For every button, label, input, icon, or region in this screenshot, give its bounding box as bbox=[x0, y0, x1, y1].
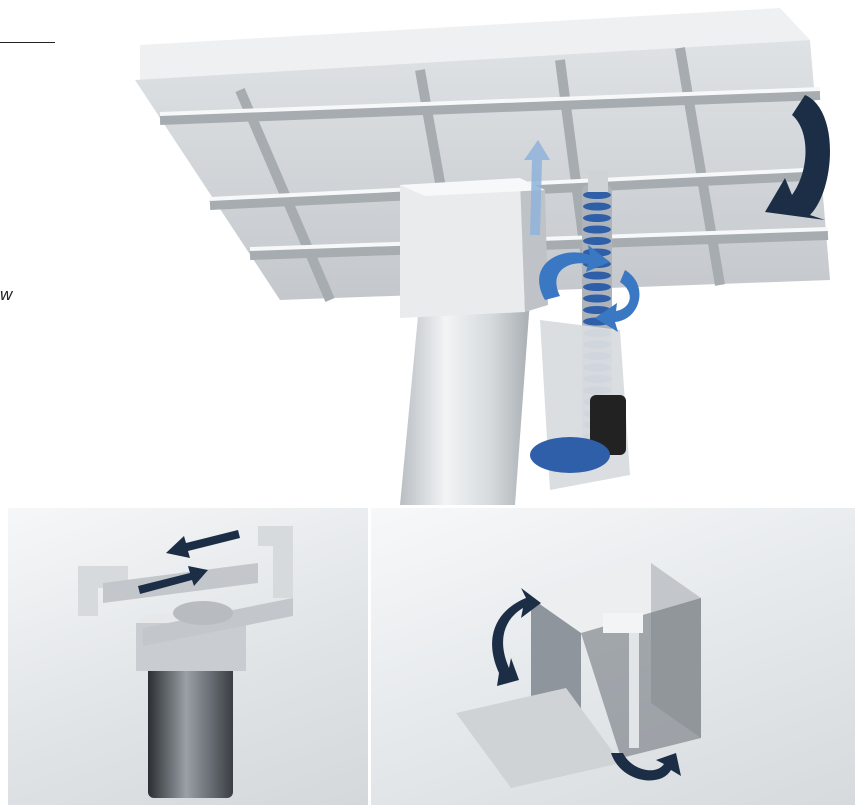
screw-thread bbox=[583, 237, 611, 245]
motor bbox=[590, 395, 626, 455]
solar-tracker-illustration bbox=[120, 0, 855, 505]
curved-arrow-icon bbox=[765, 95, 830, 220]
rotate-arrow-icon bbox=[539, 245, 610, 300]
actuator-arm bbox=[629, 628, 639, 748]
curved-arrow-icon bbox=[492, 588, 541, 686]
panel-top-edge bbox=[140, 8, 810, 80]
screw-thread bbox=[583, 294, 611, 303]
screw-thread bbox=[583, 225, 611, 234]
support-pole bbox=[400, 295, 530, 505]
pinion-gear bbox=[173, 601, 233, 625]
push-arrow-icon bbox=[166, 530, 240, 558]
door-panel bbox=[456, 688, 621, 788]
lower-rack bbox=[258, 526, 293, 598]
mount-block-front bbox=[400, 178, 525, 318]
screw-thread bbox=[583, 214, 611, 222]
worm-gear bbox=[530, 437, 610, 473]
screw-thread bbox=[583, 271, 611, 280]
up-arrow-icon bbox=[524, 140, 550, 235]
caption-fragment: w bbox=[0, 285, 13, 304]
motor-body bbox=[148, 658, 233, 798]
screw-thread bbox=[583, 191, 611, 199]
hinged-box-illustration bbox=[371, 508, 855, 805]
upper-rack bbox=[78, 566, 128, 616]
screw-thread bbox=[583, 283, 611, 291]
screw-thread bbox=[583, 202, 611, 211]
rack-pinion-illustration bbox=[8, 508, 368, 805]
divider-line bbox=[0, 42, 55, 43]
